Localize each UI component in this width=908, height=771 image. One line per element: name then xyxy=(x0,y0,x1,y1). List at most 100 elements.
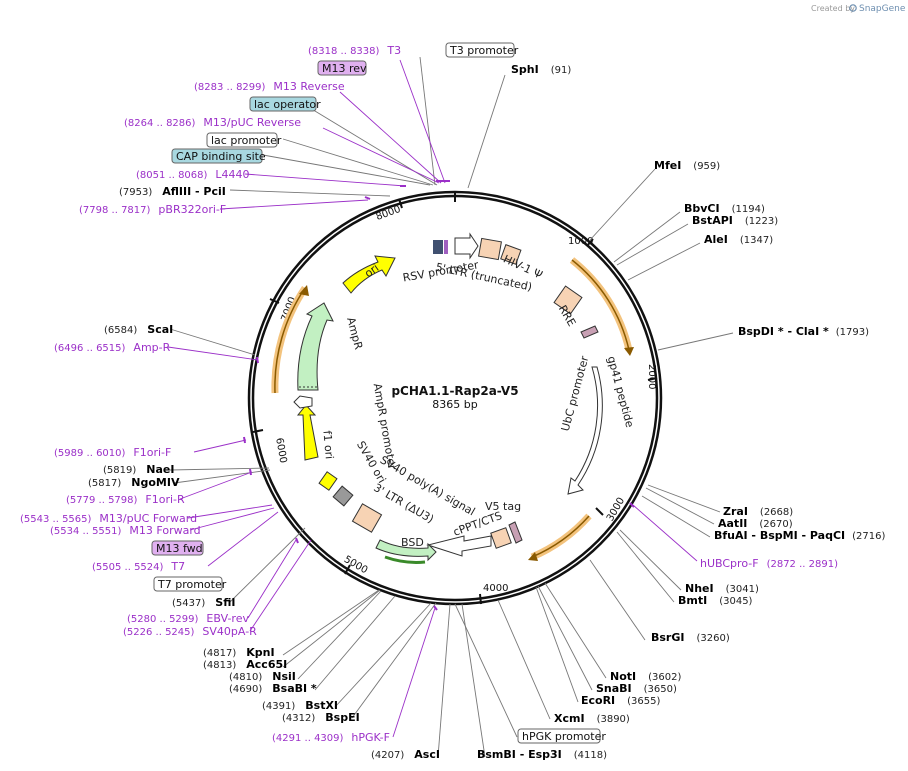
orf-arrow-2 xyxy=(531,515,590,558)
box-t7-promoter[interactable] xyxy=(153,576,223,592)
primer-m13-forward[interactable]: (5534 .. 5551)M13 Forward xyxy=(50,524,201,537)
plasmid-name: pCHA1.1-Rap2a-V5 xyxy=(391,384,518,398)
primer-pbr322ori-f[interactable]: (7798 .. 7817)pBR322ori-F xyxy=(79,203,226,216)
feature-ampr[interactable] xyxy=(297,302,334,391)
enzyme-aatii[interactable]: AatII(2670) xyxy=(718,517,793,530)
orf-arrowhead-3 xyxy=(299,285,309,296)
enzyme-afliii[interactable]: (7953)AflIII - PciI xyxy=(119,185,226,198)
box-t3-promoter[interactable] xyxy=(445,42,515,58)
feature-bsd-orf xyxy=(384,555,426,564)
enzyme-scai[interactable]: (6584)ScaI xyxy=(104,323,173,336)
primer-hubcpro-f[interactable]: hUBCpro-F(2872 .. 2891) xyxy=(700,557,838,570)
label-ubc-promoter: UbC promoter xyxy=(559,354,592,432)
box-lac-operator[interactable] xyxy=(249,96,317,112)
label-ampr: AmpR xyxy=(344,316,365,351)
enzyme-alei[interactable]: AleI(1347) xyxy=(704,233,773,246)
enzyme-sphi[interactable]: SphI(91) xyxy=(511,63,571,76)
box-lac-promoter[interactable] xyxy=(206,132,278,148)
enzyme-acc65i[interactable]: (4813)Acc65I xyxy=(203,658,287,671)
primer-labels: (8318 .. 8338)T3 (8283 .. 8299)M13 Rever… xyxy=(20,44,838,744)
enzyme-bspei[interactable]: (4312)BspEI xyxy=(282,711,360,724)
enzyme-leader-lines xyxy=(169,56,734,758)
primer-m13-puc-reverse[interactable]: (8264 .. 8286)M13/pUC Reverse xyxy=(124,116,301,129)
orf-arrow-1 xyxy=(571,259,630,351)
feature-promoter-block-icon xyxy=(433,240,443,254)
feature-rre[interactable] xyxy=(553,285,583,315)
primer-leader-lines xyxy=(167,59,698,738)
box-cap-binding-site[interactable] xyxy=(171,148,263,164)
enzyme-ngomiv[interactable]: (5817)NgoMIV xyxy=(88,476,180,489)
box-t7-promoter-label: T7 promoter xyxy=(157,578,227,591)
orf-arrow-3 xyxy=(274,287,306,394)
feature-cppt[interactable] xyxy=(490,527,512,549)
box-lac-operator-label: lac operator xyxy=(254,98,321,111)
feature-ori[interactable] xyxy=(342,255,396,294)
box-m13-fwd[interactable] xyxy=(151,540,204,556)
enzyme-snabi[interactable]: SnaBI(3650) xyxy=(596,682,677,695)
primer-sv40pa-r[interactable]: (5226 .. 5245)SV40pA-R xyxy=(123,625,257,638)
enzyme-nhei[interactable]: NheI(3041) xyxy=(685,582,759,595)
primer-f1ori-f[interactable]: (5989 .. 6010)F1ori-F xyxy=(54,446,171,459)
enzyme-noti[interactable]: NotI(3602) xyxy=(610,670,681,683)
feature-unlabeled-promoter[interactable] xyxy=(426,535,492,557)
primer-m13-puc-forward[interactable]: (5543 .. 5565)M13/pUC Forward xyxy=(20,512,197,525)
enzyme-sfii[interactable]: (5437)SfiI xyxy=(172,596,235,609)
enzyme-naei[interactable]: (5819)NaeI xyxy=(103,463,174,476)
label-f1-ori: f1 ori xyxy=(320,430,335,460)
primer-f1ori-r[interactable]: (5779 .. 5798)F1ori-R xyxy=(66,493,185,506)
primer-amp-r[interactable]: (6496 .. 6515)Amp-R xyxy=(54,341,171,354)
feature-sv40-ori[interactable] xyxy=(318,471,338,491)
primer-m13-reverse[interactable]: (8283 .. 8299)M13 Reverse xyxy=(194,80,345,93)
credit-text: Created by xyxy=(811,4,855,13)
enzyme-bbvci[interactable]: BbvCI(1194) xyxy=(684,202,765,215)
feature-sv40-polya[interactable] xyxy=(332,485,354,507)
feature-f1-ori[interactable] xyxy=(296,404,319,461)
feature-primer-block-icon xyxy=(444,240,448,254)
enzyme-xcmi[interactable]: XcmI(3890) xyxy=(554,712,630,725)
primer-ticks xyxy=(243,180,635,611)
box-m13-rev[interactable] xyxy=(317,60,367,76)
credit-brand: SnapGene xyxy=(859,4,906,14)
orf-arrowhead-1 xyxy=(624,347,634,356)
enzyme-bsmbi[interactable]: BsmBI - Esp3I(4118) xyxy=(477,748,607,761)
enzyme-bsrgi[interactable]: BsrGI(3260) xyxy=(651,631,730,644)
primer-ebv-rev[interactable]: (5280 .. 5299)EBV-rev xyxy=(127,612,249,625)
box-hpgk-promoter-label: hPGK promoter xyxy=(522,730,606,743)
enzyme-mfei[interactable]: MfeI(959) xyxy=(654,159,720,172)
primer-hpgk-f[interactable]: (4291 .. 4309)hPGK-F xyxy=(272,731,390,744)
box-m13-rev-label: M13 rev xyxy=(322,62,367,75)
primer-t7[interactable]: (5505 .. 5524)T7 xyxy=(92,560,185,573)
feature-v5-tag[interactable] xyxy=(508,521,523,544)
box-lac-promoter-label: lac promoter xyxy=(211,134,282,147)
orf-arc-2 xyxy=(530,513,592,561)
feature-rsv-promoter[interactable] xyxy=(454,232,479,260)
enzyme-clai[interactable]: BspDI * - ClaI *(1793) xyxy=(738,325,869,338)
plasmid-size: 8365 bp xyxy=(432,398,477,411)
feature-5-ltr[interactable] xyxy=(478,237,502,261)
enzyme-bstapi[interactable]: BstAPI(1223) xyxy=(692,214,778,227)
box-cap-binding-site-label: CAP binding site xyxy=(176,150,266,163)
enzyme-bmti[interactable]: BmtI(3045) xyxy=(678,594,753,607)
enzyme-zrai[interactable]: ZraI(2668) xyxy=(723,505,793,518)
label-v5-tag: V5 tag xyxy=(485,500,521,513)
box-m13-fwd-label: M13 fwd xyxy=(156,542,203,555)
feature-ubc-promoter[interactable] xyxy=(567,366,603,495)
feature-gp41[interactable] xyxy=(580,325,599,339)
enzyme-asci[interactable]: (4207)AscI xyxy=(371,748,440,761)
enzyme-bstxi[interactable]: (4391)BstXI xyxy=(262,699,338,712)
primer-t3[interactable]: (8318 .. 8338)T3 xyxy=(308,44,401,57)
enzyme-kpni[interactable]: (4817)KpnI xyxy=(203,646,275,659)
primer-l4440[interactable]: (8051 .. 8068)L4440 xyxy=(136,168,250,181)
feature-ampr-promoter[interactable] xyxy=(293,395,313,409)
feature-bsd[interactable] xyxy=(375,539,437,562)
box-hpgk-promoter[interactable] xyxy=(517,728,601,744)
orf-arrowhead-2 xyxy=(528,552,538,561)
enzyme-bsabi[interactable]: (4690)BsaBI * xyxy=(229,682,317,695)
feature-hiv-psi[interactable] xyxy=(500,244,522,265)
enzyme-bfuai[interactable]: BfuAI - BspMI - PaqCI(2716) xyxy=(714,529,885,542)
tick-label-1000: 1000 xyxy=(568,236,593,247)
enzyme-nsii[interactable]: (4810)NsiI xyxy=(229,670,296,683)
feature-3-ltr[interactable] xyxy=(351,503,383,533)
enzyme-ecori[interactable]: EcoRI(3655) xyxy=(581,694,661,707)
label-bsd: BSD xyxy=(401,536,424,549)
